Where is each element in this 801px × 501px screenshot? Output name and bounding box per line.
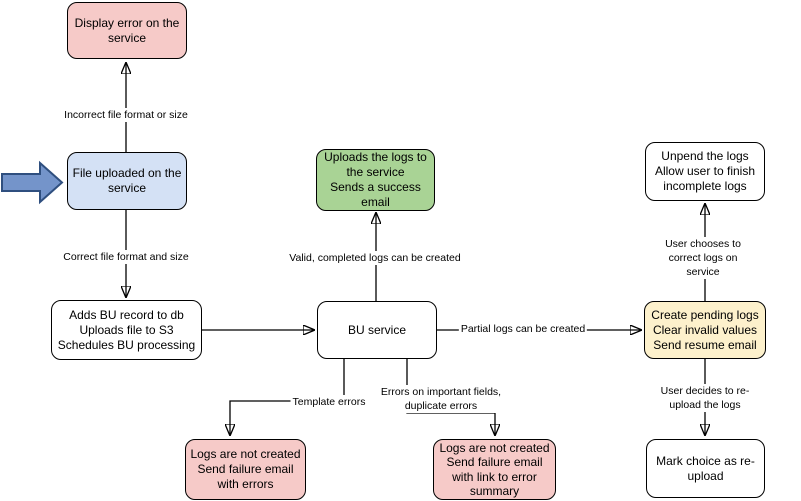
edge-label-valid-completed: Valid, completed logs can be created <box>287 251 463 265</box>
node-logs-failure-errors[interactable]: Logs are not created Send failure email … <box>185 439 306 500</box>
node-mark-reupload[interactable]: Mark choice as re- upload <box>646 439 765 498</box>
node-file-uploaded[interactable]: File uploaded on the service <box>67 152 187 210</box>
input-arrow-icon <box>1 160 64 205</box>
edge-label-user-chooses-correct: User chooses to correct logs on service <box>654 237 752 279</box>
edge-label-template-errors: Template errors <box>290 395 368 409</box>
edge-label-user-decides-reupload: User decides to re-upload the logs <box>657 384 753 412</box>
edge-label-errors-important-fields: Errors on important fields, duplicate er… <box>378 385 504 413</box>
node-bu-service[interactable]: BU service <box>317 301 437 359</box>
node-adds-bu-record[interactable]: Adds BU record to db Uploads file to S3 … <box>51 300 202 360</box>
edge-label-partial-logs: Partial logs can be created <box>458 322 588 336</box>
node-uploads-logs-success[interactable]: Uploads the logs to the service Sends a … <box>316 149 435 211</box>
edge-label-incorrect-file: Incorrect file format or size <box>62 108 190 122</box>
node-unpend-logs[interactable]: Unpend the logs Allow user to finish inc… <box>645 142 765 201</box>
edge-label-correct-file: Correct file format and size <box>61 250 191 264</box>
node-display-error[interactable]: Display error on the service <box>67 2 187 59</box>
node-create-pending-logs[interactable]: Create pending logs Clear invalid values… <box>644 301 766 359</box>
node-logs-failure-summary[interactable]: Logs are not created Send failure email … <box>433 439 556 500</box>
edge-bu-service-to-failure-errors <box>230 359 345 435</box>
